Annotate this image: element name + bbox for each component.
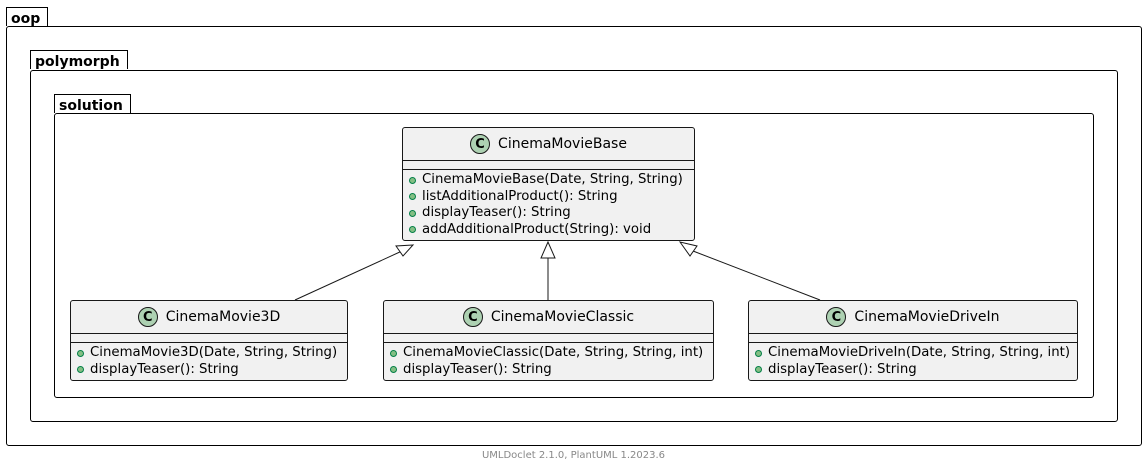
inheritance-line-3d bbox=[294, 250, 403, 301]
class-name: CinemaMovieBase bbox=[498, 136, 627, 152]
class-stereotype-icon: C bbox=[137, 307, 158, 327]
package-oop-label: oop bbox=[6, 7, 49, 27]
class-header: C CinemaMovie3D bbox=[71, 301, 347, 334]
operation: displayTeaser(): String bbox=[409, 205, 694, 222]
operation: displayTeaser(): String bbox=[77, 362, 347, 379]
class-operations: CinemaMovieClassic(Date, String, String,… bbox=[384, 343, 713, 382]
class-cinema-movie-3d[interactable]: C CinemaMovie3D CinemaMovie3D(Date, Stri… bbox=[70, 300, 348, 381]
package-solution-label: solution bbox=[54, 94, 131, 114]
operation: CinemaMovieBase(Date, String, String) bbox=[409, 172, 694, 189]
inheritance-line-drivein bbox=[692, 250, 821, 301]
class-name: CinemaMovieDriveIn bbox=[854, 309, 1000, 325]
public-visibility-icon bbox=[409, 176, 416, 184]
operation: displayTeaser(): String bbox=[755, 362, 1077, 379]
class-operations: CinemaMovieDriveIn(Date, String, String,… bbox=[749, 343, 1077, 382]
operation: CinemaMovieDriveIn(Date, String, String,… bbox=[755, 345, 1077, 362]
class-operations: CinemaMovieBase(Date, String, String) li… bbox=[403, 170, 694, 242]
public-visibility-icon bbox=[409, 209, 416, 217]
public-visibility-icon bbox=[77, 366, 84, 374]
package-polymorph-label: polymorph bbox=[30, 50, 128, 70]
operation: listAdditionalProduct(): String bbox=[409, 189, 694, 206]
public-visibility-icon bbox=[755, 366, 762, 374]
class-attributes bbox=[749, 334, 1077, 343]
class-stereotype-icon: C bbox=[826, 307, 847, 327]
inheritance-arrowhead-classic bbox=[540, 240, 556, 259]
class-name: CinemaMovie3D bbox=[165, 309, 281, 325]
inheritance-arrowhead-3d bbox=[395, 244, 415, 257]
class-operations: CinemaMovie3D(Date, String, String) disp… bbox=[71, 343, 347, 382]
class-attributes bbox=[71, 334, 347, 343]
footer-credit: UMLDoclet 2.1.0, PlantUML 1.2023.6 bbox=[481, 450, 666, 461]
public-visibility-icon bbox=[755, 349, 762, 357]
class-header: C CinemaMovieBase bbox=[403, 128, 694, 161]
class-header: C CinemaMovieDriveIn bbox=[749, 301, 1077, 334]
class-stereotype-icon: C bbox=[470, 134, 491, 154]
class-stereotype-icon: C bbox=[462, 307, 483, 327]
operation: displayTeaser(): String bbox=[390, 362, 713, 379]
operation: addAdditionalProduct(String): void bbox=[409, 222, 694, 239]
class-header: C CinemaMovieClassic bbox=[384, 301, 713, 334]
public-visibility-icon bbox=[390, 349, 397, 357]
public-visibility-icon bbox=[77, 349, 84, 357]
class-cinema-movie-classic[interactable]: C CinemaMovieClassic CinemaMovieClassic(… bbox=[383, 300, 714, 381]
inheritance-arrowhead-drivein bbox=[678, 241, 698, 257]
class-name: CinemaMovieClassic bbox=[490, 309, 635, 325]
public-visibility-icon bbox=[409, 193, 416, 201]
public-visibility-icon bbox=[390, 366, 397, 374]
public-visibility-icon bbox=[409, 226, 416, 234]
class-cinema-movie-base[interactable]: C CinemaMovieBase CinemaMovieBase(Date, … bbox=[402, 127, 695, 241]
operation: CinemaMovieClassic(Date, String, String,… bbox=[390, 345, 713, 362]
class-cinema-movie-drive-in[interactable]: C CinemaMovieDriveIn CinemaMovieDriveIn(… bbox=[748, 300, 1078, 381]
class-attributes bbox=[384, 334, 713, 343]
class-attributes bbox=[403, 161, 694, 170]
operation: CinemaMovie3D(Date, String, String) bbox=[77, 345, 347, 362]
